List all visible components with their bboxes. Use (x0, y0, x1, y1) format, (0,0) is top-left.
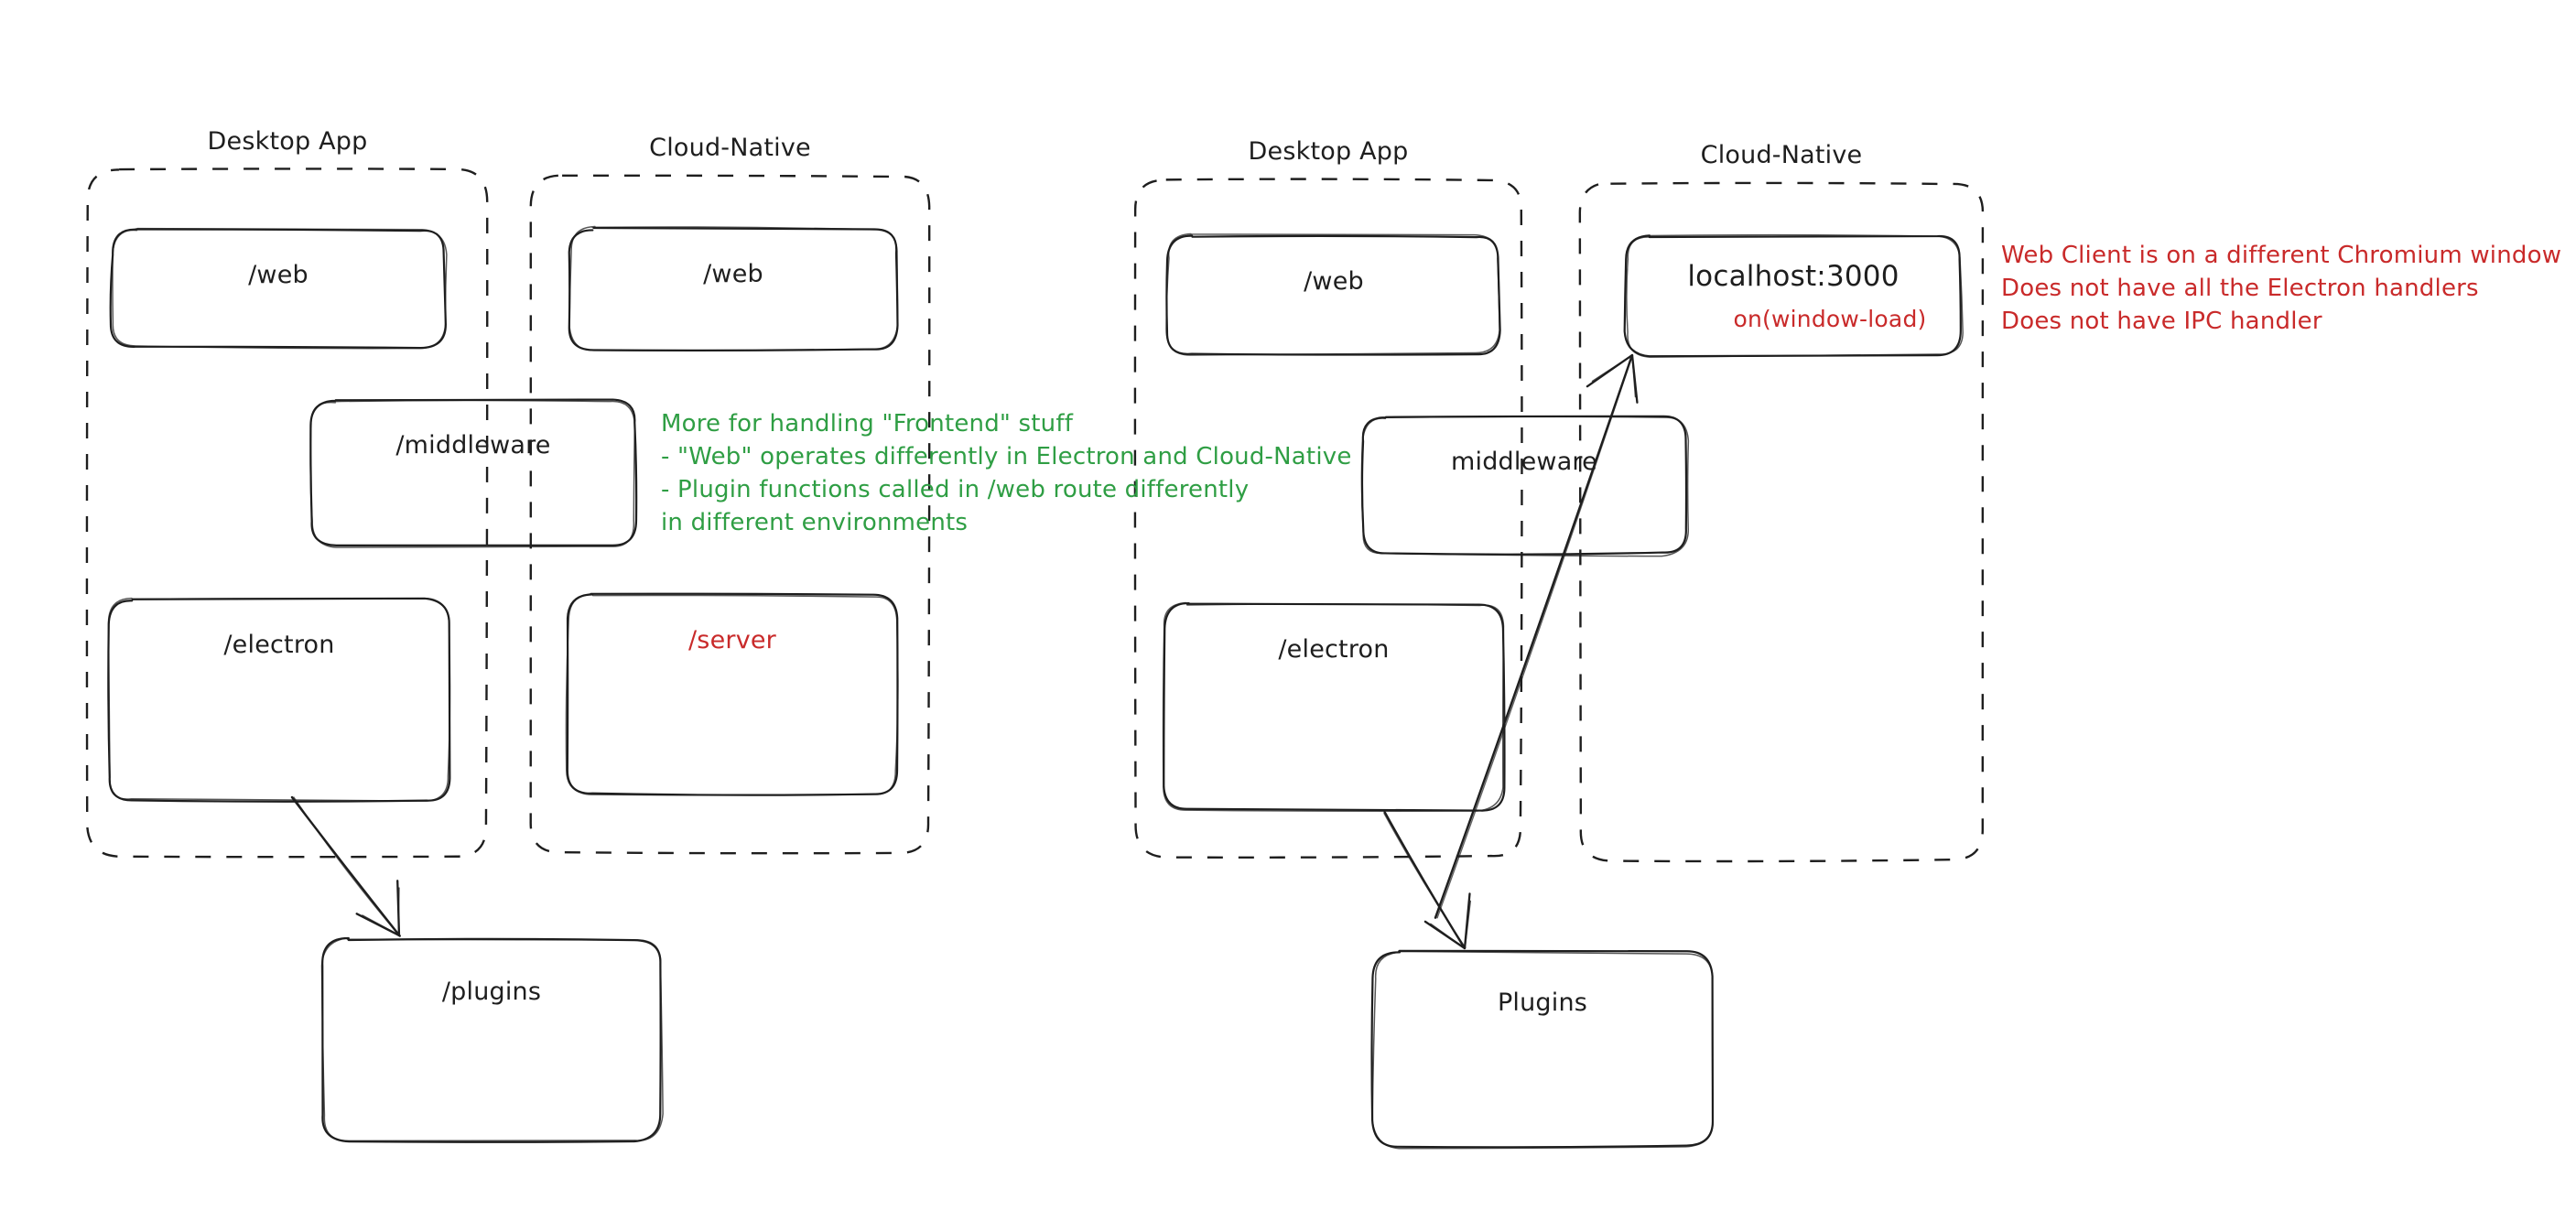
box-label-left-0: /web (248, 261, 308, 289)
green-annotation-line-3: in different environments (661, 508, 969, 536)
sketch-arrow (1383, 810, 1471, 950)
box-label-left-2: /middleware (395, 431, 551, 459)
sketch-dashed-container (1133, 178, 1523, 859)
box-sublabel-right-1: on(window-load) (1733, 306, 1927, 332)
green-annotation-line-2: - Plugin functions called in /web route … (661, 475, 1250, 503)
sketch-rounded-rect (1162, 601, 1506, 812)
green-annotation-line-0: More for handling "Frontend" stuff (661, 410, 1074, 438)
group-label-left-0: Desktop App (207, 127, 368, 156)
sketch-rounded-rect (109, 227, 448, 350)
box-label-left-4: /server (688, 626, 776, 654)
box-label-right-1: localhost:3000 (1687, 260, 1900, 293)
green-annotation: More for handling "Frontend" stuff - "Web… (661, 408, 1352, 540)
red-annotation-line-1: Does not have all the Electron handlers (2001, 274, 2479, 302)
sketch-rounded-rect (1165, 232, 1501, 356)
sketch-rounded-rect (568, 225, 899, 352)
box-label-right-0: /web (1304, 267, 1364, 296)
green-annotation-line-1: - "Web" operates differently in Electron… (661, 442, 1352, 470)
red-annotation-line-0: Web Client is on a different Chromium wi… (2001, 242, 2562, 269)
sketch-dashed-container (1578, 181, 1985, 863)
red-annotation: Web Client is on a different Chromium wi… (2001, 240, 2561, 339)
sketch-rounded-rect (1370, 949, 1715, 1150)
sketch-arrow (290, 795, 401, 937)
sketch-rounded-rect (309, 398, 638, 548)
box-label-right-2: middleware (1451, 448, 1597, 476)
group-label-right-0: Desktop App (1248, 137, 1409, 166)
sketch-rounded-rect (1360, 415, 1690, 557)
box-label-right-3: /electron (1278, 635, 1390, 664)
sketch-dashed-container (85, 168, 489, 859)
sketch-rounded-rect (565, 592, 899, 796)
sketch-rounded-rect (107, 597, 451, 803)
sketch-rounded-rect (320, 936, 664, 1143)
sketch-rounded-rect (1623, 233, 1964, 358)
sketch-arrow (1434, 353, 1639, 919)
red-annotation-line-2: Does not have IPC handler (2001, 307, 2322, 335)
group-label-right-1: Cloud-Native (1700, 141, 1863, 169)
box-label-right-plugins: Plugins (1497, 989, 1588, 1017)
box-label-left-1: /web (703, 260, 763, 288)
box-label-left-plugins: /plugins (441, 978, 542, 1006)
box-label-left-3: /electron (223, 631, 335, 659)
group-label-left-1: Cloud-Native (649, 134, 811, 162)
